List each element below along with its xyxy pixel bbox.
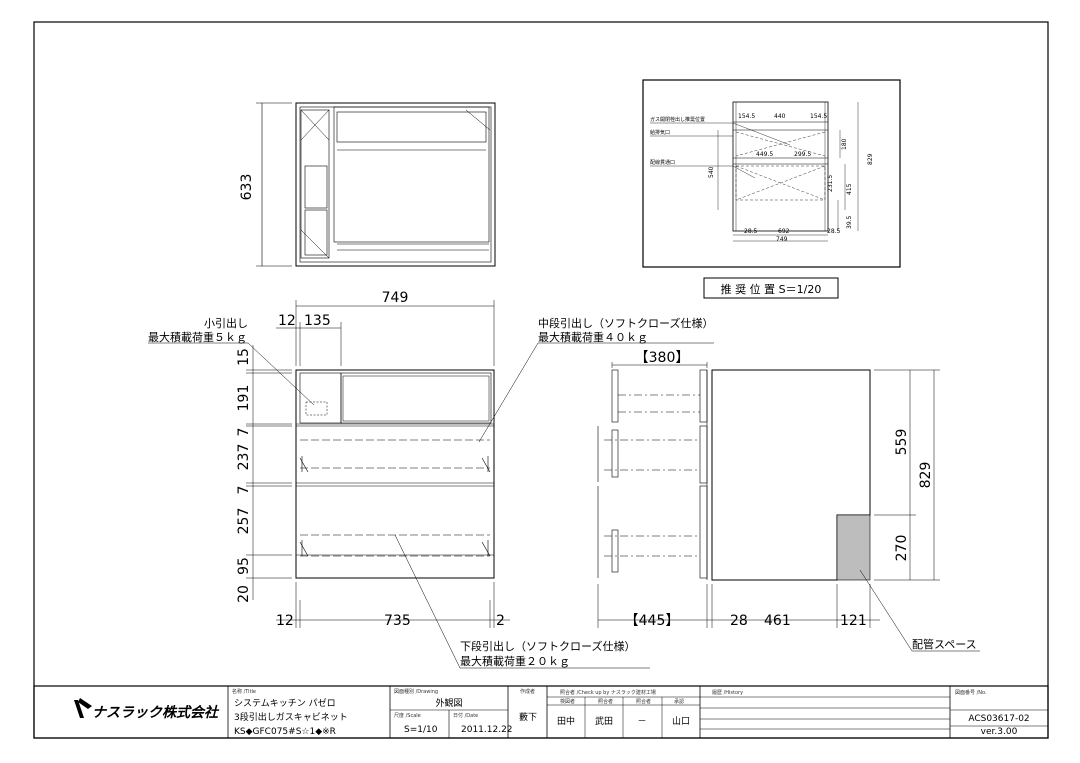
dim-135: 135: [304, 313, 331, 329]
dim-735: 735: [384, 613, 411, 629]
svg-text:15: 15: [236, 348, 252, 366]
svg-text:28.5: 28.5: [744, 228, 758, 235]
svg-text:180: 180: [841, 138, 848, 150]
dim-12-top: 12: [278, 313, 296, 329]
svg-text:承認: 承認: [674, 698, 684, 705]
drawing-date: 2011.12.22: [461, 725, 513, 735]
dim-749: 749: [382, 290, 409, 306]
svg-text:231.5: 231.5: [827, 175, 834, 192]
svg-text:540: 540: [708, 166, 715, 178]
top-view: [256, 102, 496, 267]
svg-text:配線貫通口: 配線貫通口: [650, 159, 675, 166]
dim-829: 829: [918, 462, 934, 489]
drawing-type: 外観図: [435, 697, 462, 709]
company-name: ナスラック株式会社: [92, 704, 220, 721]
svg-text:照合者 /Check up by ナスラック建材工場: 照合者 /Check up by ナスラック建材工場: [560, 689, 656, 696]
checker-1: 田中: [557, 715, 575, 727]
svg-text:299.5: 299.5: [794, 151, 811, 158]
svg-text:履歴 /History: 履歴 /History: [712, 690, 743, 696]
inset-dimensions: 154.5 440 154.5 449.5 299.5 180 829 540 …: [650, 113, 874, 243]
piping-space-area: [836, 514, 871, 581]
inset-view: [642, 79, 901, 268]
svg-text:給排気口: 給排気口: [650, 129, 670, 136]
dim-559: 559: [894, 429, 910, 456]
label-middle-drawer-load: 最大積載荷重４０ｋｇ: [538, 330, 648, 344]
svg-text:95: 95: [236, 557, 252, 575]
front-view: [148, 300, 714, 669]
label-lower-drawer-load: 最大積載荷重２０ｋｇ: [460, 654, 570, 668]
checker-3: －: [637, 717, 646, 727]
dim-12-bottom: 12: [276, 613, 294, 629]
svg-text:図面種別 /Drawing: 図面種別 /Drawing: [394, 688, 438, 695]
company-logo-mark: [74, 698, 92, 718]
svg-text:154.5: 154.5: [738, 113, 755, 120]
product-name-2: 3段引出しガスキャビネット: [234, 711, 348, 723]
svg-text:尺度 /Scale: 尺度 /Scale: [394, 712, 421, 719]
recommended-position-label: 推 奨 位 置 S＝1/20: [721, 282, 822, 296]
svg-text:154.5: 154.5: [810, 113, 827, 120]
svg-text:749: 749: [776, 236, 788, 243]
svg-text:692: 692: [778, 228, 790, 235]
label-lower-drawer: 下段引出し（ソフトクローズ仕様）: [460, 639, 635, 653]
author: 藪下: [519, 711, 537, 723]
product-code: KS◆GFC075#S☆1◆※R: [234, 727, 336, 737]
dim-445: 【445】: [625, 613, 680, 629]
svg-text:829: 829: [867, 153, 874, 165]
svg-text:検図者: 検図者: [560, 698, 575, 705]
dim-2: 2: [496, 613, 505, 629]
svg-text:日付 /Date: 日付 /Date: [453, 712, 478, 719]
svg-text:449.5: 449.5: [756, 151, 773, 158]
label-small-drawer: 小引出し: [204, 316, 248, 330]
recommended-position-box: [703, 277, 839, 299]
approver: 山口: [672, 716, 690, 727]
svg-text:191: 191: [236, 385, 252, 412]
svg-text:257: 257: [236, 508, 252, 535]
drawing-number: ACS03617-02: [968, 714, 1029, 724]
svg-text:図面番号 /No.: 図面番号 /No.: [955, 689, 987, 696]
svg-text:名称 /Title: 名称 /Title: [232, 688, 256, 695]
svg-text:ガス開閉栓出し推奨位置: ガス開閉栓出し推奨位置: [650, 116, 705, 123]
drawing-scale: S=1/10: [404, 725, 438, 735]
label-middle-drawer: 中段引出し（ソフトクローズ仕様）: [538, 316, 713, 330]
product-name-1: システムキッチン パゼロ: [234, 697, 336, 709]
dim-380: 【380】: [635, 350, 690, 366]
svg-text:237: 237: [236, 444, 252, 471]
svg-text:440: 440: [774, 113, 786, 120]
svg-text:415: 415: [846, 183, 853, 195]
dim-28: 28: [730, 613, 748, 629]
svg-text:20: 20: [236, 585, 252, 603]
dim-633: 633: [239, 174, 255, 201]
title-block-grid: [33, 685, 1049, 739]
dim-270: 270: [894, 535, 910, 562]
checker-2: 武田: [595, 715, 613, 727]
svg-text:作成者: 作成者: [520, 688, 535, 695]
svg-text:28.5: 28.5: [827, 228, 841, 235]
svg-text:39.5: 39.5: [846, 215, 853, 229]
dim-121: 121: [840, 613, 867, 629]
drawing-version: ver.3.00: [981, 727, 1018, 737]
drawing-frame: [33, 21, 1049, 739]
svg-text:照合者: 照合者: [636, 698, 651, 705]
label-small-drawer-load: 最大積載荷重５ｋｇ: [148, 330, 247, 344]
left-dimension-labels: 15 191 7 237 7 257 95 20: [236, 348, 252, 603]
dim-461: 461: [764, 613, 791, 629]
svg-text:7: 7: [236, 428, 252, 437]
svg-text:7: 7: [236, 486, 252, 495]
label-piping-space: 配管スペース: [912, 637, 977, 651]
side-view: [597, 362, 980, 652]
svg-text:照合者: 照合者: [598, 698, 613, 705]
